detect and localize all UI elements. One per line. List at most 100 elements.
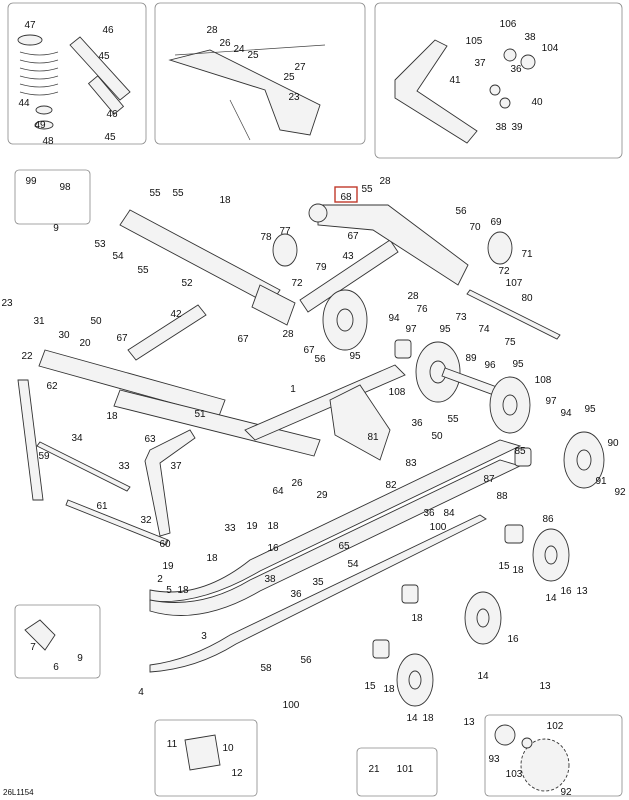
part-number-label: 100 bbox=[283, 700, 300, 711]
part-number-label: 49 bbox=[34, 120, 46, 131]
part-number-label: 94 bbox=[560, 408, 572, 419]
part-number-label: 101 bbox=[397, 764, 414, 775]
part-number-label: 56 bbox=[300, 655, 312, 666]
part-number-label: 50 bbox=[90, 316, 102, 327]
part-number-label: 95 bbox=[439, 324, 451, 335]
part-number-label: 38 bbox=[495, 122, 507, 133]
part-number-label: 23 bbox=[1, 298, 13, 309]
part-number-label: 75 bbox=[504, 337, 516, 348]
inset-grease-fitting bbox=[356, 747, 438, 797]
part-number-label: 36 bbox=[423, 508, 435, 519]
part-number-label: 36 bbox=[411, 418, 423, 429]
part-number-label: 18 bbox=[422, 713, 434, 724]
adjusters bbox=[24, 339, 532, 771]
part-number-label: 46 bbox=[102, 25, 114, 36]
part-number-label: 26 bbox=[291, 478, 303, 489]
part-number-label: 28 bbox=[282, 329, 294, 340]
front-arm-20 bbox=[38, 349, 321, 457]
part-number-label: 24 bbox=[233, 44, 245, 55]
part-number-label: 16 bbox=[267, 543, 279, 554]
part-number-label: 51 bbox=[194, 409, 206, 420]
part-number-label: 92 bbox=[560, 787, 572, 798]
part-number-label: 76 bbox=[416, 304, 428, 315]
part-number-label: 70 bbox=[469, 222, 481, 233]
part-number-label: 15 bbox=[364, 681, 376, 692]
part-number-label: 62 bbox=[46, 381, 58, 392]
inset-linkage bbox=[374, 2, 623, 159]
part-number-label: 67 bbox=[116, 333, 128, 344]
part-number-label: 19 bbox=[246, 521, 258, 532]
part-number-label: 2 bbox=[157, 574, 163, 585]
strap-59 bbox=[17, 379, 44, 501]
part-number-label: 25 bbox=[247, 50, 259, 61]
part-number-label: 10 bbox=[222, 743, 234, 754]
part-number-label: 32 bbox=[140, 515, 152, 526]
inset-slider-clip bbox=[14, 604, 101, 679]
inset-wheel bbox=[484, 714, 623, 797]
part-number-label: 63 bbox=[144, 434, 156, 445]
part-number-label: 28 bbox=[206, 25, 218, 36]
part-number-label: 29 bbox=[316, 490, 328, 501]
part-number-label: 45 bbox=[104, 132, 116, 143]
part-number-label: 77 bbox=[279, 226, 291, 237]
part-number-label: 94 bbox=[388, 313, 400, 324]
inset-bracket bbox=[14, 169, 91, 225]
part-number-label: 90 bbox=[607, 438, 619, 449]
part-number-label: 108 bbox=[389, 387, 406, 398]
inset-rear-arm bbox=[154, 2, 366, 145]
bracket-81 bbox=[329, 384, 391, 461]
part-number-label: 13 bbox=[539, 681, 551, 692]
part-number-label: 5 bbox=[166, 585, 172, 596]
part-number-label: 97 bbox=[545, 396, 557, 407]
part-number-label: 72 bbox=[498, 266, 510, 277]
part-number-label: 55 bbox=[149, 188, 161, 199]
rail-right bbox=[244, 364, 406, 441]
part-number-label: 18 bbox=[383, 684, 395, 695]
part-number-label: 41 bbox=[449, 75, 461, 86]
part-number-label: 14 bbox=[545, 593, 557, 604]
part-number-label: 18 bbox=[267, 521, 279, 532]
part-number-label: 97 bbox=[405, 324, 417, 335]
part-number-label: 18 bbox=[512, 565, 524, 576]
part-number-label: 9 bbox=[77, 653, 83, 664]
shaft-80 bbox=[466, 289, 561, 340]
part-number-label: 91 bbox=[595, 476, 607, 487]
part-number-label: 20 bbox=[79, 338, 91, 349]
part-number-label: 55 bbox=[137, 265, 149, 276]
spring-part bbox=[17, 34, 131, 130]
part-number-label: 105 bbox=[466, 36, 483, 47]
part-number-label: 45 bbox=[98, 51, 110, 62]
diagram-code: 26L1154 bbox=[3, 788, 34, 797]
part-number-label: 25 bbox=[283, 72, 295, 83]
part-number-label: 54 bbox=[112, 251, 124, 262]
part-number-label: 18 bbox=[177, 585, 189, 596]
part-number-label: 83 bbox=[405, 458, 417, 469]
part-number-label: 27 bbox=[294, 62, 306, 73]
part-number-label: 61 bbox=[96, 501, 108, 512]
part-number-label: 80 bbox=[521, 293, 533, 304]
part-number-label: 23 bbox=[288, 92, 300, 103]
shaft-34 bbox=[36, 441, 131, 492]
part-number-label: 103 bbox=[506, 769, 523, 780]
part-number-label: 16 bbox=[507, 634, 519, 645]
part-number-label: 67 bbox=[303, 345, 315, 356]
part-number-label: 38 bbox=[264, 574, 276, 585]
part-number-label: 79 bbox=[315, 262, 327, 273]
part-number-label: 37 bbox=[474, 58, 486, 69]
part-number-label: 21 bbox=[368, 764, 380, 775]
part-number-label: 108 bbox=[535, 375, 552, 386]
slider-3 bbox=[149, 514, 487, 673]
part-number-label: 100 bbox=[430, 522, 447, 533]
part-number-label: 15 bbox=[498, 561, 510, 572]
part-number-label: 89 bbox=[465, 353, 477, 364]
part-number-label: 73 bbox=[455, 312, 467, 323]
linkage-part bbox=[394, 39, 536, 144]
part-number-label: 39 bbox=[511, 122, 523, 133]
part-number-label: 55 bbox=[447, 414, 459, 425]
part-number-label: 38 bbox=[524, 32, 536, 43]
part-number-label: 102 bbox=[547, 721, 564, 732]
part-number-label: 33 bbox=[118, 461, 130, 472]
link-37 bbox=[144, 429, 196, 537]
